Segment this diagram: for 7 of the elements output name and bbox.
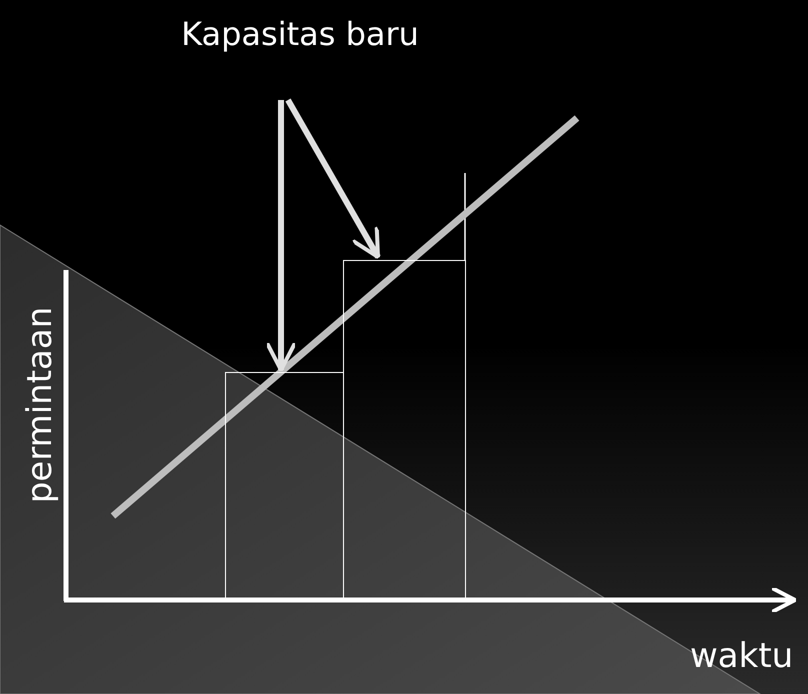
capacity-bar [343,260,466,600]
callout-label: Kapasitas baru [181,15,419,53]
arrow [285,98,381,259]
axis-label: waktu [690,636,794,676]
arrow [265,100,297,372]
capacity-bar [225,372,344,600]
axis-label: permintaan [20,306,60,504]
